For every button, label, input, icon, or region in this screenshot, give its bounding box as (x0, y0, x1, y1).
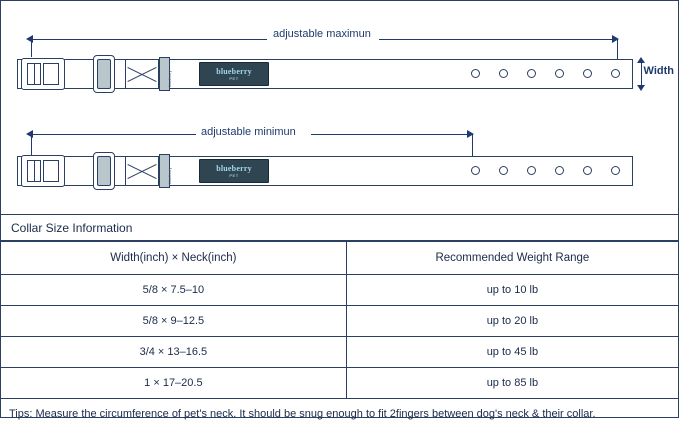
keeper-bottom (159, 154, 170, 188)
table-row: 5/8 × 7.5–10 up to 10 lb (1, 274, 678, 306)
min-tick-right (472, 134, 473, 166)
strap-hole (527, 69, 536, 78)
width-arrow-line (641, 59, 642, 89)
webbing-text-bottom: blueberry (167, 167, 172, 184)
width-label: Width (643, 65, 674, 77)
strap-hole (499, 69, 508, 78)
cell-size: 5/8 × 7.5–10 (1, 274, 347, 306)
buckle-prong-right-top (43, 63, 59, 85)
header-weight-range: Recommended Weight Range (346, 241, 678, 275)
min-arrow-head-left (26, 130, 33, 138)
width-arrow-head-down (637, 85, 645, 91)
max-arrow-head-left (26, 35, 33, 43)
max-arrow-head-right (612, 35, 619, 43)
cell-size: 5/8 × 9–12.5 (1, 305, 347, 337)
strap-hole (527, 166, 536, 175)
strap-hole (555, 69, 564, 78)
min-arrow-line-right (311, 134, 471, 135)
cell-size: 1 × 17–20.5 (1, 367, 347, 399)
size-table: Width(inch) × Neck(inch) Recommended Wei… (1, 241, 678, 399)
strap-hole (471, 69, 480, 78)
width-arrow-head-up (637, 57, 645, 63)
strap-hole (611, 166, 620, 175)
slider-plate-bottom (97, 156, 111, 186)
brand-name-top: blueberry (216, 67, 252, 76)
max-tick-right (617, 39, 618, 71)
strap-hole (611, 69, 620, 78)
size-chart-page: adjustable maximun blueberry blueberry P… (0, 0, 679, 418)
webbing-cross-top (125, 59, 159, 89)
buckle-bar-top (34, 63, 35, 85)
min-arrow-head-right (467, 130, 474, 138)
strap-hole (583, 166, 592, 175)
table-row: 1 × 17–20.5 up to 85 lb (1, 367, 678, 399)
table-header-row: Width(inch) × Neck(inch) Recommended Wei… (1, 241, 678, 275)
brand-name-bottom: blueberry (216, 164, 252, 173)
brand-sub-bottom: PET (229, 173, 239, 178)
collar-diagram: adjustable maximun blueberry blueberry P… (1, 1, 678, 215)
brand-sub-top: PET (229, 76, 239, 81)
cell-weight: up to 85 lb (346, 367, 678, 399)
webbing-cross-bottom (125, 156, 159, 186)
adjustable-maximum-label: adjustable maximun (273, 28, 371, 40)
max-arrow-line-left (31, 39, 267, 40)
strap-hole (583, 69, 592, 78)
table-row: 5/8 × 9–12.5 up to 20 lb (1, 305, 678, 337)
min-tick-left (31, 134, 32, 156)
cell-size: 3/4 × 13–16.5 (1, 336, 347, 368)
brand-tag-top: blueberry PET (199, 62, 269, 86)
table-row: 3/4 × 13–16.5 up to 45 lb (1, 336, 678, 368)
max-arrow-line-right (379, 39, 617, 40)
buckle-prong-right-bottom (43, 160, 59, 182)
strap-hole (471, 166, 480, 175)
cell-weight: up to 10 lb (346, 274, 678, 306)
adjustable-minimum-label: adjustable minimun (201, 126, 296, 138)
header-width-neck: Width(inch) × Neck(inch) (1, 241, 347, 275)
max-tick-left (31, 39, 32, 57)
strap-hole (555, 166, 564, 175)
keeper-top (159, 57, 170, 91)
brand-tag-bottom: blueberry PET (199, 159, 269, 183)
tips-text: Tips: Measure the circumference of pet's… (9, 408, 596, 420)
cell-weight: up to 45 lb (346, 336, 678, 368)
strap-hole (499, 166, 508, 175)
buckle-bar-bottom (34, 160, 35, 182)
table-title: Collar Size Information (1, 215, 678, 241)
min-arrow-line-left (31, 134, 196, 135)
cell-weight: up to 20 lb (346, 305, 678, 337)
webbing-text-top: blueberry (167, 70, 172, 87)
slider-plate-top (97, 59, 111, 89)
